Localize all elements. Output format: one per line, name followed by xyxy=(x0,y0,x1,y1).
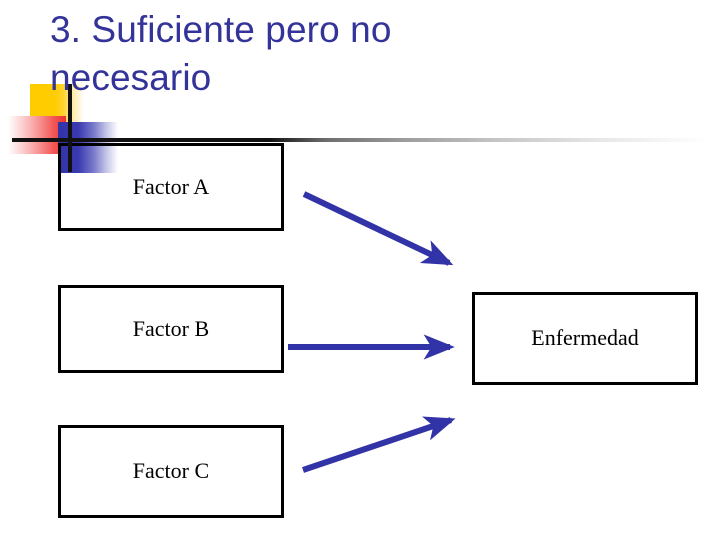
decoration-horizontal-rule xyxy=(12,138,708,142)
arrow-factor-c-to-enfermedad xyxy=(302,416,456,473)
node-label-factor-c: Factor C xyxy=(132,458,210,484)
node-label-enfermedad: Enfermedad xyxy=(531,325,639,351)
arrow-factor-a-to-enfermedad xyxy=(302,191,454,266)
page-title: 3. Suficiente pero no necesario xyxy=(50,9,392,98)
decoration-vertical-rule xyxy=(68,84,72,172)
node-box-factor-b: Factor B xyxy=(58,285,284,373)
node-box-factor-a: Factor A xyxy=(58,143,284,231)
node-box-factor-c: Factor C xyxy=(58,425,284,518)
decoration-red-block xyxy=(8,116,66,154)
node-label-factor-a: Factor A xyxy=(132,173,210,199)
node-label-factor-b: Factor B xyxy=(132,315,210,341)
node-box-enfermedad: Enfermedad xyxy=(472,292,698,385)
